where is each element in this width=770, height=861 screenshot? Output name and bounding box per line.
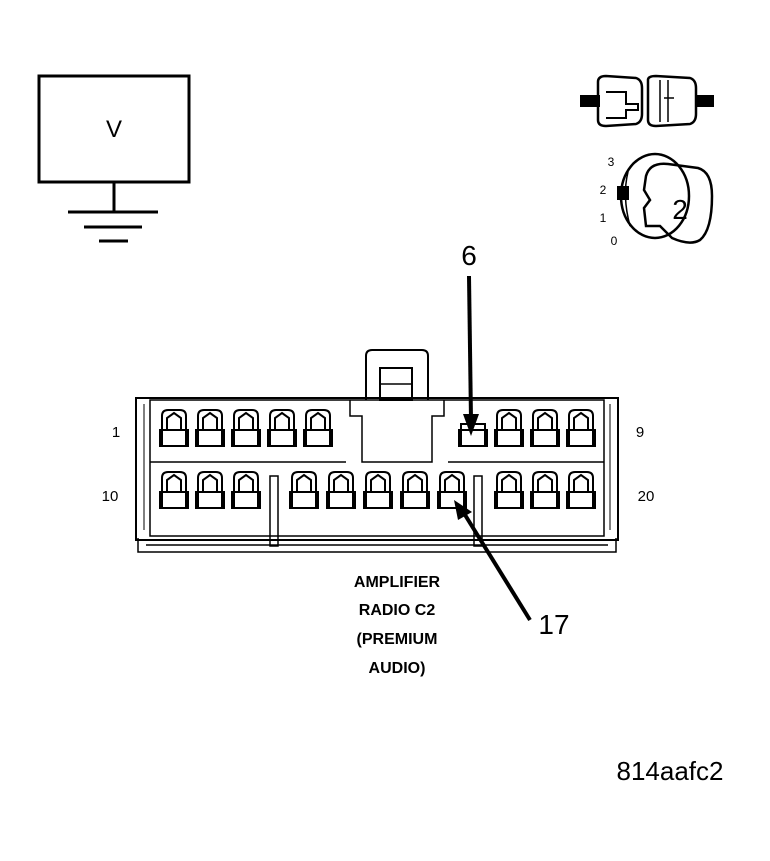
ignition-position-0: 0 <box>611 234 618 248</box>
caption-line-2: RADIO C2 <box>359 602 436 619</box>
ignition-position-3: 3 <box>608 155 615 169</box>
pin-cavity <box>566 471 596 509</box>
pin-cavity <box>159 409 189 447</box>
caption-line-3: (PREMIUM <box>357 631 438 648</box>
pin-6-callout: 6 <box>461 240 479 436</box>
pin-cavity <box>458 423 488 447</box>
pin-cavity <box>437 471 467 509</box>
pin-cavity <box>494 471 524 509</box>
pin-cavity <box>530 471 560 509</box>
pin-label-9: 9 <box>636 424 644 441</box>
pin-cavity <box>231 471 261 509</box>
radio-connector <box>135 349 619 553</box>
pin-label-20: 20 <box>638 488 655 505</box>
pin-cavity <box>289 471 319 509</box>
caption-line-4: AUDIO) <box>369 660 426 677</box>
pin-cavity <box>195 409 225 447</box>
caption-line-1: AMPLIFIER <box>354 574 441 591</box>
pin-cavity <box>326 471 356 509</box>
pin-cavity <box>363 471 393 509</box>
ignition-key-icon: 3 2 1 0 2 <box>600 152 714 248</box>
pin-cavity <box>530 409 560 447</box>
ignition-position-1: 1 <box>600 211 607 225</box>
callout-pin-6-label: 6 <box>461 240 477 271</box>
pin-cavity <box>267 409 297 447</box>
callout-pin-17-label: 17 <box>538 609 569 640</box>
pin-cavity <box>494 409 524 447</box>
pin-label-1: 1 <box>112 424 120 441</box>
ignition-position-2: 2 <box>600 183 607 197</box>
top-row-cavities <box>159 409 596 447</box>
ignition-key-position: 2 <box>672 194 688 225</box>
pin-cavity <box>195 471 225 509</box>
pin-cavity <box>400 471 430 509</box>
pin-cavity <box>303 409 333 447</box>
voltmeter-symbol: V <box>37 74 191 243</box>
ground-icon <box>68 210 158 243</box>
pin-cavity <box>159 471 189 509</box>
pin-17-callout: 17 <box>454 500 570 640</box>
bottom-row-cavities <box>159 471 596 509</box>
pin-cavity <box>231 409 261 447</box>
voltmeter-label: V <box>106 116 122 143</box>
unplugged-connector-icon <box>580 74 714 128</box>
pin-cavity <box>566 409 596 447</box>
connector-caption: AMPLIFIER RADIO C2 (PREMIUM AUDIO) <box>354 574 441 677</box>
pin-label-10: 10 <box>102 488 119 505</box>
figure-id: 814aafc2 <box>617 756 724 786</box>
